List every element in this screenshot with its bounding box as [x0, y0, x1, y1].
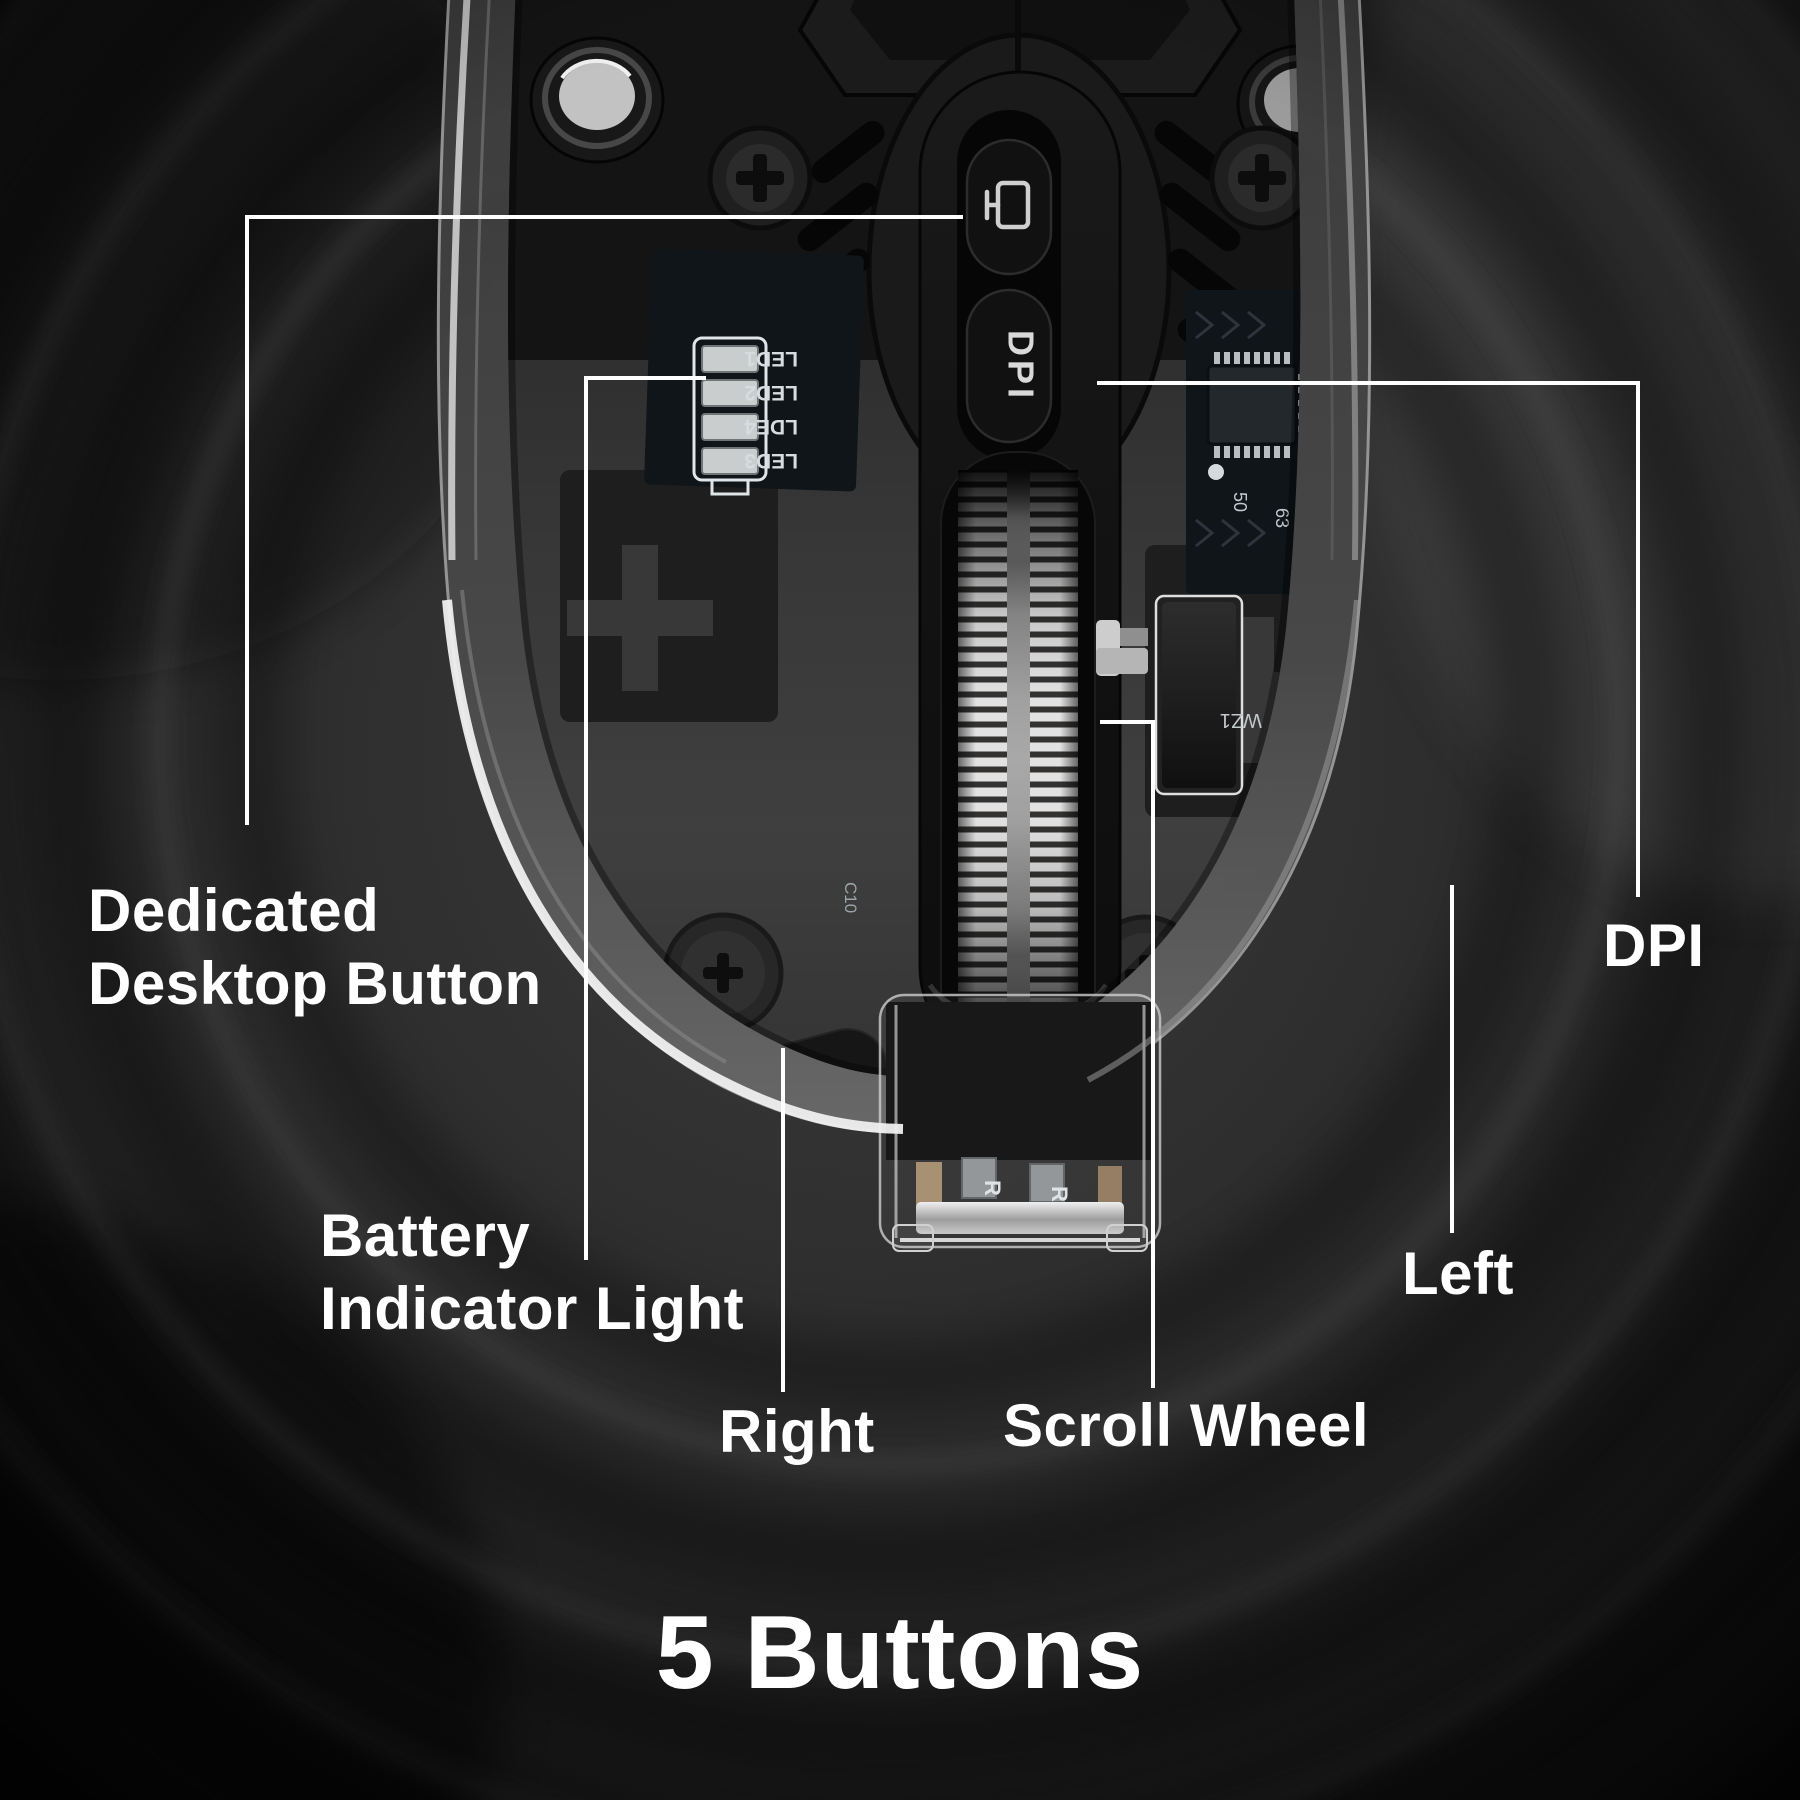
callout-line-scrollwheel-h [1100, 720, 1155, 724]
label-battery-line2: Indicator Light [320, 1275, 745, 1342]
callout-line-scrollwheel-v [1151, 720, 1155, 1388]
label-dedicated-line2: Desktop Button [88, 950, 542, 1017]
label-right-button: Right [719, 1398, 875, 1465]
callout-line-dpi-h [1097, 381, 1640, 385]
callout-line-left-v [1450, 885, 1454, 1233]
callout-line-battery-v [584, 376, 588, 1260]
label-left-button: Left [1402, 1240, 1514, 1307]
label-dedicated-line1: Dedicated [88, 877, 380, 944]
callout-line-battery-h [586, 376, 706, 380]
callout-line-right-v [781, 1048, 785, 1392]
callout-line-dpi-v [1636, 381, 1640, 897]
label-dedicated-desktop-button: Dedicated Desktop Button [88, 874, 542, 1020]
callout-line-desktop-h [247, 215, 963, 219]
callout-line-desktop-v [245, 215, 249, 825]
label-battery-line1: Battery [320, 1202, 531, 1269]
label-battery-indicator-light: Battery Indicator Light [320, 1199, 744, 1345]
label-scroll-wheel: Scroll Wheel [1003, 1392, 1370, 1459]
page-title: 5 Buttons [655, 1595, 1145, 1711]
label-dpi: DPI [1603, 912, 1705, 979]
